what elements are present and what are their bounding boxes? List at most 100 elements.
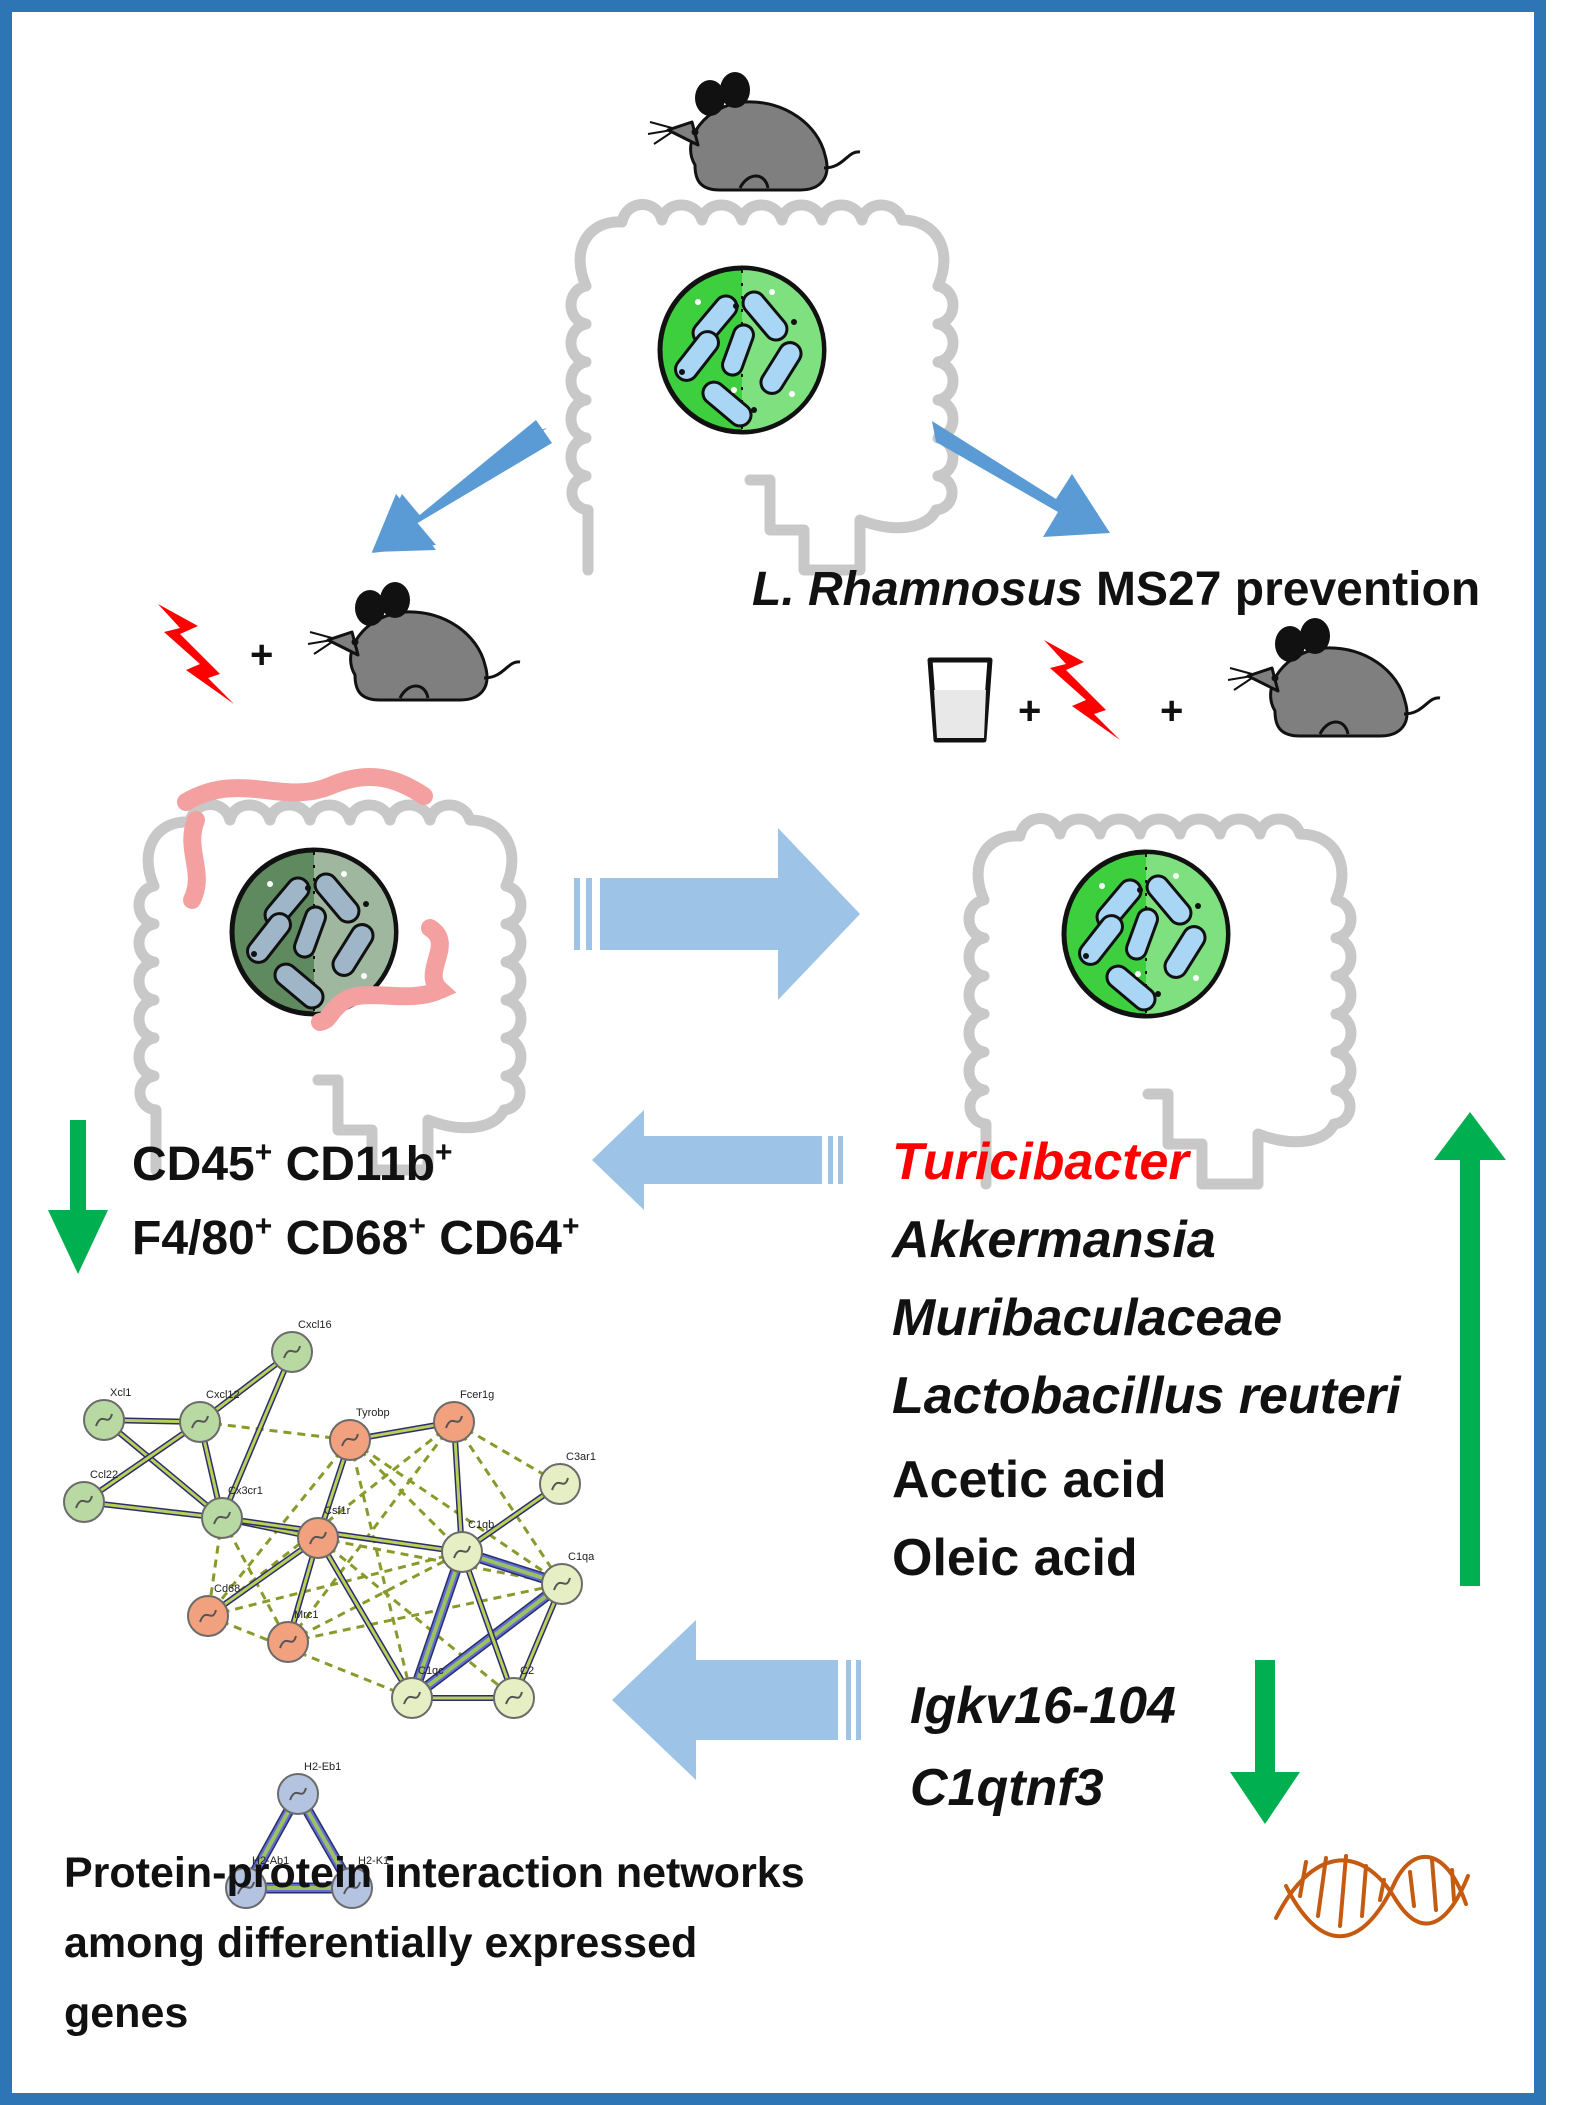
ppi-node-label: Cx3cr1: [228, 1485, 263, 1497]
ppi-node-structure: [341, 1433, 359, 1447]
ppi-edge: [220, 1516, 464, 1554]
ppi-edge: [206, 1536, 320, 1618]
ppi-node-structure: [289, 1787, 307, 1801]
network-caption: Protein-protein interaction networks amo…: [64, 1849, 805, 2037]
ppi-node-structure: [505, 1691, 523, 1705]
ppi-edge: [82, 1420, 202, 1504]
ppi-node-structure: [199, 1609, 217, 1623]
ppi-edge-dashed: [348, 1439, 414, 1699]
plus-sign-3: +: [1160, 689, 1183, 733]
lightning-icon-prevention: [1044, 640, 1120, 740]
marker-superscript: +: [434, 1136, 453, 1169]
marker-cd68: CD68: [285, 1212, 409, 1265]
ppi-node-label: Cxcl16: [298, 1319, 332, 1331]
ppi-edge: [452, 1420, 464, 1554]
ppi-node-structure: [283, 1345, 301, 1359]
treatment-label: L. Rhamnosus MS27 prevention: [752, 566, 1480, 614]
marker-superscript: +: [254, 1136, 273, 1169]
ppi-node-label: Csf1r: [324, 1505, 351, 1517]
dna-icon: [1274, 1854, 1470, 1939]
gene-igkv16-104: Igkv16-104: [910, 1677, 1176, 1735]
ppi-node-structure: [551, 1477, 569, 1491]
ppi-node-structure: [237, 1881, 255, 1895]
metabolite-oleic-acid: Oleic acid: [892, 1529, 1138, 1587]
ppi-node-label: H2-Ab1: [252, 1855, 289, 1867]
ppi-node-label: C1qa: [568, 1551, 595, 1563]
ppi-node-structure: [343, 1881, 361, 1895]
ppi-node-label: Cxcl12: [206, 1389, 240, 1401]
marker-f480: F4/80: [132, 1212, 255, 1265]
metabolite-acetic-acid: Acetic acid: [892, 1451, 1167, 1509]
ppi-node-structure: [279, 1635, 297, 1649]
marker-cd64: CD64: [439, 1212, 562, 1265]
gene-c1qtnf3: C1qtnf3: [910, 1759, 1104, 1817]
ppi-edge-dashed: [287, 1582, 563, 1644]
marker-cd45: CD45: [132, 1138, 255, 1191]
ppi-node-structure: [445, 1415, 463, 1429]
ppi-edge-dashed: [349, 1438, 563, 1586]
ppi-node-label: Mrc1: [294, 1609, 318, 1621]
ppi-edge-dashed: [317, 1536, 515, 1700]
marker-superscript: +: [254, 1210, 273, 1243]
ppi-node-label: Cd68: [214, 1583, 240, 1595]
ppi-edge-dashed: [207, 1614, 413, 1700]
ppi-edge-dashed: [207, 1550, 463, 1618]
treatment-name: MS27 prevention: [1096, 563, 1481, 616]
ppi-edge-dashed: [199, 1420, 351, 1442]
ppi-edge-dashed: [286, 1421, 456, 1643]
control-mouse-icon: [646, 70, 862, 192]
treated-mouse-icon: [1226, 616, 1442, 738]
frame-border: [0, 0, 1546, 2105]
ppi-edge-dashed: [287, 1550, 463, 1644]
arrow-left-to-right: [574, 828, 860, 1000]
healthy-microbiota-icon: [660, 268, 824, 432]
ppi-node-label: H2-Eb1: [304, 1761, 341, 1773]
ppi-edge: [82, 1500, 224, 1520]
inflammation-marks: [177, 768, 457, 1031]
ppi-node-structure: [191, 1415, 209, 1429]
marker-line-2: F4/80+ CD68+ CD64+: [132, 1212, 579, 1263]
ppi-edge: [102, 1418, 224, 1520]
ppi-node-label: C1qc: [418, 1665, 444, 1677]
species-name: L. Rhamnosus: [752, 563, 1083, 616]
plus-sign-2: +: [1018, 689, 1041, 733]
arrow-genes-to-network: [612, 1620, 861, 1780]
ppi-node-structure: [403, 1691, 421, 1705]
ppi-node-label: Xcl1: [110, 1387, 131, 1399]
ppi-node-label: C2: [520, 1665, 534, 1677]
taxon-muribaculaceae: Muribaculaceae: [892, 1289, 1283, 1347]
taxon-akkermansia: Akkermansia: [892, 1211, 1216, 1269]
model-mouse-icon: [306, 580, 522, 702]
ppi-edge: [316, 1536, 414, 1700]
marker-line-1: CD45+ CD11b+: [132, 1138, 453, 1189]
ppi-node-label: Tyrobp: [356, 1407, 390, 1419]
ppi-edge-dashed: [452, 1421, 564, 1585]
lightning-icon: [158, 604, 234, 704]
restored-microbiota-icon: [1064, 852, 1228, 1016]
ppi-node-label: Ccl22: [90, 1469, 118, 1481]
ppi-edge: [410, 1550, 464, 1700]
taxon-turicibacter: Turicibacter: [892, 1133, 1189, 1191]
ppi-node-label: H2-K1: [358, 1855, 389, 1867]
ppi-node-structure: [553, 1577, 571, 1591]
ppi-edge: [220, 1350, 294, 1520]
ppi-node-structure: [95, 1413, 113, 1427]
taxa-increase-arrow: [1434, 1112, 1506, 1586]
marker-cd11b: CD11b: [285, 1138, 435, 1191]
marker-superscript: +: [408, 1210, 426, 1243]
ppi-edge-dashed: [348, 1438, 464, 1554]
ppi-node-label: C3ar1: [566, 1451, 596, 1463]
arrow-taxa-to-markers: [592, 1110, 843, 1210]
ppi-node-structure: [309, 1531, 327, 1545]
ppi-node-structure: [75, 1495, 93, 1509]
marker-superscript: +: [561, 1210, 580, 1243]
ppi-node-label: C1qb: [468, 1519, 494, 1531]
plus-sign-1: +: [250, 633, 273, 677]
ppi-edge: [460, 1550, 516, 1700]
marker-decrease-arrow: [48, 1120, 108, 1274]
ppi-node-structure: [213, 1511, 231, 1525]
ppi-edge-dashed: [207, 1420, 455, 1618]
